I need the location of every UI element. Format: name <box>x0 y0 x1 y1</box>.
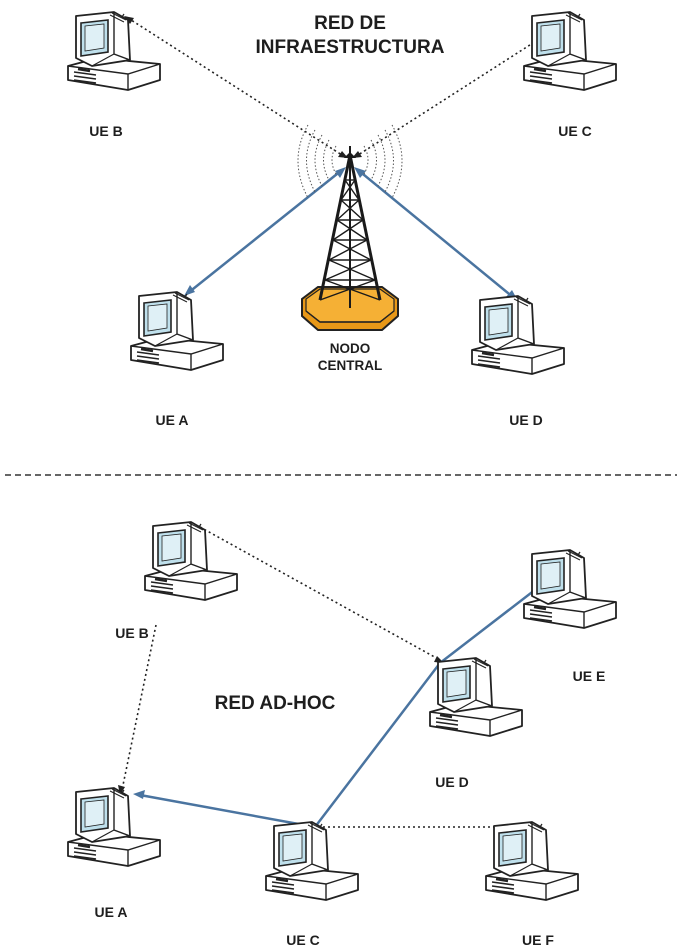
tower-label-line2: CENTRAL <box>318 358 383 373</box>
computer-icon-ue-c-adhoc <box>264 820 360 902</box>
adhoc-ue-a-label: UE A <box>95 904 128 920</box>
infrastructure-title-line2: INFRAESTRUCTURA <box>256 37 445 58</box>
adhoc-ue-e-label: UE E <box>573 668 606 684</box>
adhoc-ue-d-label: UE D <box>435 774 468 790</box>
radio-waves-icon <box>297 124 403 199</box>
dotted-link-ue-b-ue-d <box>199 526 444 663</box>
computer-icon-ue-a-adhoc <box>66 786 162 868</box>
computer-icon-ue-f <box>484 820 580 902</box>
computer-icon-ue-b <box>66 10 162 92</box>
adhoc-ue-b-label: UE B <box>115 625 148 641</box>
adhoc-network: RED AD-HOC UE B UE E UE D <box>66 520 618 948</box>
computer-icon-ue-d <box>470 294 566 376</box>
computer-icon-ue-c <box>522 10 618 92</box>
dotted-link-ue-b-tower <box>124 16 348 158</box>
infra-ue-b-label: UE B <box>89 123 122 139</box>
computer-icon-ue-b-adhoc <box>143 520 239 602</box>
adhoc-ue-f-label: UE F <box>522 932 554 948</box>
tower-label-line1: NODO <box>330 341 371 356</box>
dotted-link-ue-b-ue-a <box>118 624 157 795</box>
solid-link-ue-a-tower <box>184 167 346 296</box>
computer-icon-ue-e <box>522 548 618 630</box>
infra-ue-d-label: UE D <box>509 412 542 428</box>
infra-ue-c-label: UE C <box>558 123 591 139</box>
tower-icon <box>301 146 399 331</box>
solid-link-ue-c-ue-a <box>133 790 316 829</box>
infrastructure-title-line1: RED DE <box>314 13 386 34</box>
solid-link-ue-d-tower <box>354 167 518 301</box>
computer-icon-ue-d-adhoc <box>428 656 524 738</box>
infrastructure-network: RED DE INFRAESTRUCTURA <box>66 10 618 428</box>
infra-ue-a-label: UE A <box>156 412 189 428</box>
computer-icon-ue-a <box>129 290 225 372</box>
adhoc-ue-c-label: UE C <box>286 932 319 948</box>
adhoc-title: RED AD-HOC <box>215 693 336 714</box>
